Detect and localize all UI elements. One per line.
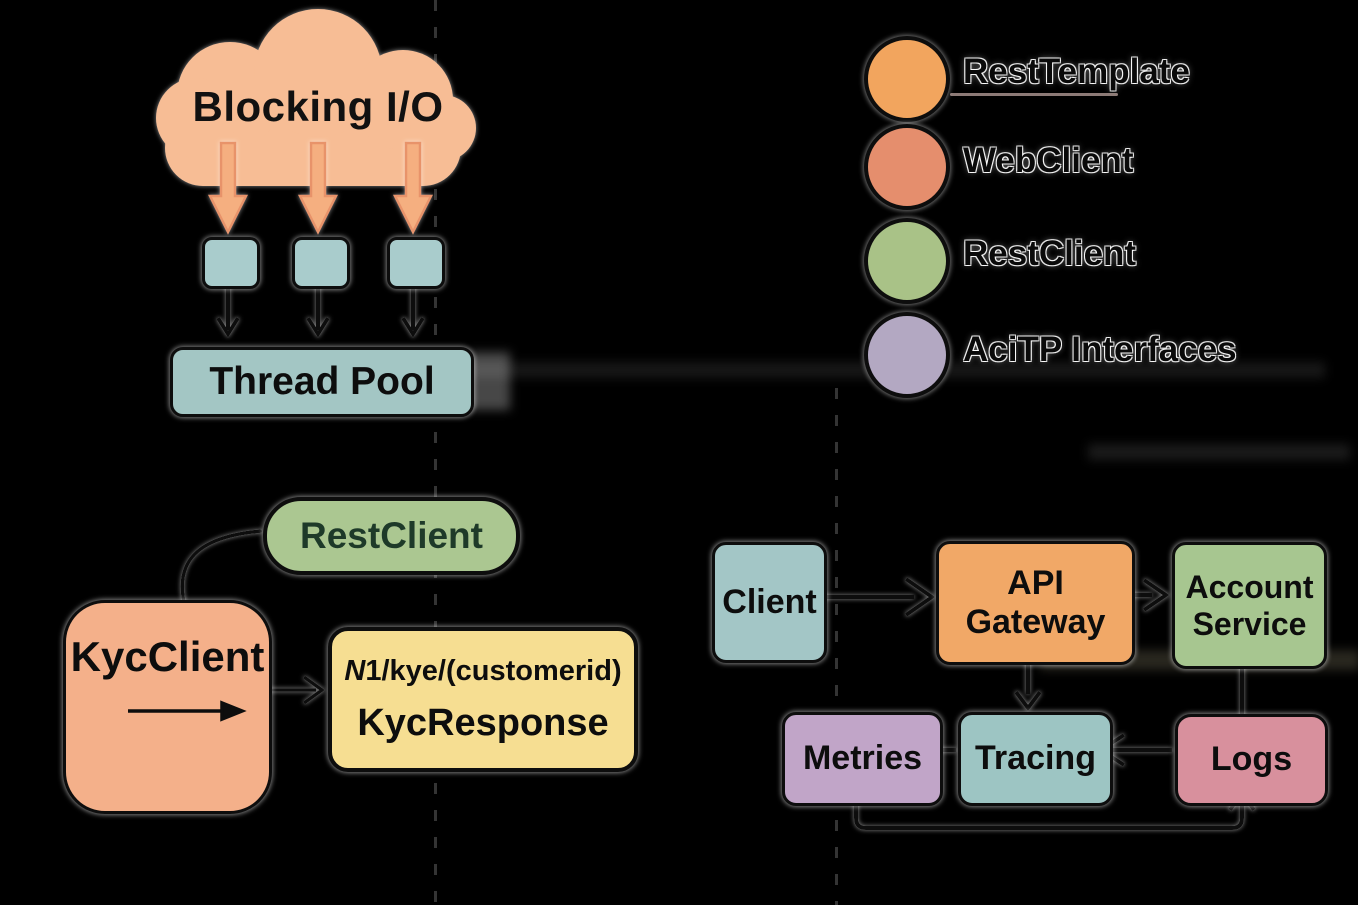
light-smear — [468, 352, 510, 410]
flow-node-api-gateway: API Gateway — [936, 541, 1135, 665]
endpoint-path-rest: 1/kye/(customerid) — [365, 654, 622, 687]
arrow-right-icon — [904, 577, 936, 617]
flow-node-metrics-label: Metries — [802, 739, 923, 778]
restclient-pill-label: RestClient — [300, 515, 483, 556]
blocking-io-cloud — [156, 9, 476, 186]
restclient-pill: RestClient — [263, 497, 520, 575]
flow-node-tracing-label: Tracing — [975, 739, 1096, 778]
worker-to-pool-arrows — [216, 284, 425, 338]
legend-circle-webclient — [864, 124, 950, 210]
worker-thread-box — [202, 237, 260, 289]
dashed-divider-right — [835, 388, 838, 905]
flow-node-client-label: Client — [722, 582, 817, 621]
legend-circle-acitp — [864, 312, 950, 398]
kycclient-label: KycClient — [70, 633, 265, 680]
endpoint-box: N1/kye/(customerid) KycResponse — [328, 627, 638, 772]
arrow-right-icon — [220, 700, 247, 722]
thread-pool-label: Thread Pool — [209, 360, 435, 403]
blocking-io-label: Blocking I/O — [192, 83, 444, 130]
legend-label-webclient: WebClient — [963, 141, 1134, 180]
kycclient-box: KycClient — [63, 600, 272, 814]
kyc-to-restclient-curve — [180, 529, 263, 603]
blocking-io-arrows — [207, 141, 434, 235]
cloud-arrow-icon — [207, 141, 249, 235]
legend-label-acitp: AciTP Interfaces — [963, 330, 1237, 369]
cloud-arrow-icon — [297, 141, 339, 235]
endpoint-response: KycResponse — [357, 701, 609, 744]
flow-node-account-service: Account Service — [1172, 542, 1327, 669]
arrow-right-icon — [1142, 578, 1170, 612]
cloud-arrow-icon — [392, 141, 434, 235]
dashed-divider-left — [434, 0, 437, 905]
legend-underline — [950, 93, 1118, 96]
legend-label-restclient: RestClient — [963, 234, 1137, 273]
flow-node-logs: Logs — [1175, 714, 1328, 806]
kyc-to-endpoint-arrow — [267, 675, 325, 705]
flow-node-account-service-label: Account Service — [1185, 568, 1314, 642]
flow-node-client: Client — [712, 542, 827, 663]
endpoint-path: N1/kye/(customerid) — [344, 655, 621, 688]
kycclient-inner-arrow — [128, 700, 247, 722]
worker-thread-box — [292, 237, 350, 289]
flow-node-api-gateway-label: API Gateway — [965, 563, 1106, 641]
arrow-down-icon — [1014, 690, 1042, 712]
endpoint-path-prefix: N — [344, 654, 366, 687]
thread-pool-box: Thread Pool — [170, 347, 474, 417]
legend-circle-resttemplate — [864, 36, 950, 122]
worker-thread-box — [387, 237, 445, 289]
light-smear — [1088, 444, 1350, 460]
flow-node-tracing: Tracing — [958, 712, 1113, 806]
legend-circle-restclient — [864, 218, 950, 304]
flow-node-metrics: Metries — [782, 712, 943, 806]
legend-label-resttemplate: RestTemplate — [963, 52, 1190, 91]
flow-node-logs-label: Logs — [1210, 740, 1293, 779]
